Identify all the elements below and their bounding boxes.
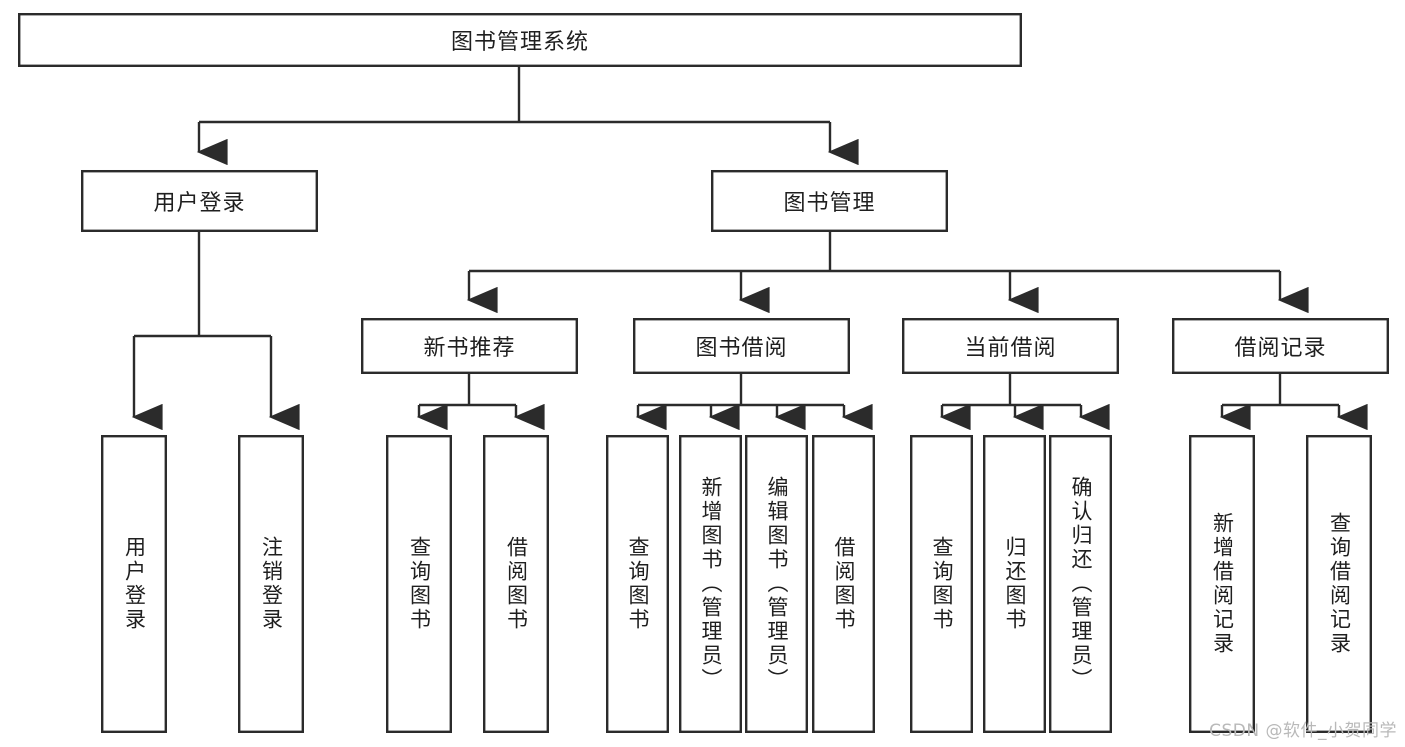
leaf-confirm-return-admin-box[interactable] <box>1048 435 1112 734</box>
node-new-book-rec-box[interactable] <box>361 318 579 375</box>
leaf-query-book-rec-box[interactable] <box>386 435 453 734</box>
leaf-add-borrow-record-box[interactable] <box>1188 435 1255 734</box>
node-book-manage-box[interactable] <box>711 169 949 232</box>
leaf-borrow-book-box[interactable] <box>812 435 876 734</box>
leaf-logout-login-box[interactable] <box>237 435 304 734</box>
leaf-user-login-box[interactable] <box>100 435 167 734</box>
node-borrow-record-box[interactable] <box>1171 318 1389 375</box>
leaf-query-book-borrow-box[interactable] <box>606 435 670 734</box>
leaf-query-book-current-box[interactable] <box>910 435 974 734</box>
leaf-borrow-book-rec-box[interactable] <box>483 435 550 734</box>
node-user-login-box[interactable] <box>80 169 319 232</box>
node-book-borrow-box[interactable] <box>633 318 851 375</box>
watermark-text: CSDN @软件_小贺同学 <box>1209 721 1397 741</box>
leaf-return-book-box[interactable] <box>983 435 1047 734</box>
leaf-query-borrow-record-box[interactable] <box>1305 435 1372 734</box>
node-current-borrow-box[interactable] <box>902 318 1120 375</box>
leaf-edit-book-admin-box[interactable] <box>745 435 809 734</box>
leaf-add-book-admin-box[interactable] <box>679 435 743 734</box>
node-root-box[interactable] <box>18 12 1022 67</box>
